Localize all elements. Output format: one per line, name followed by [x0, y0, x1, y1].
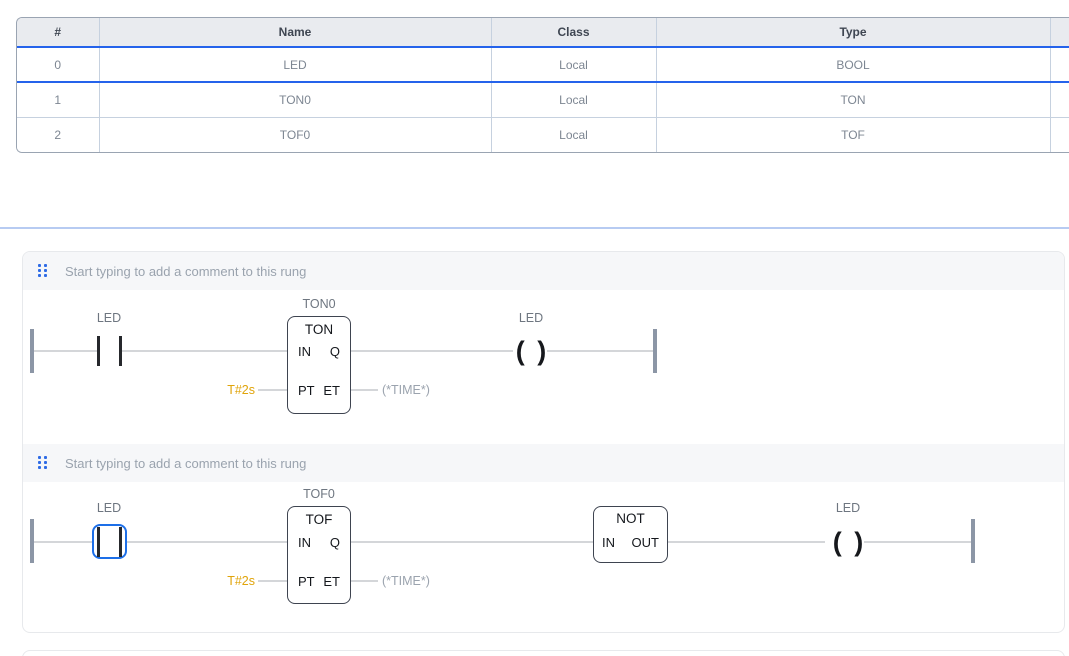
pin-in: IN — [298, 535, 311, 550]
left-power-rail — [30, 329, 34, 373]
cell-class[interactable]: Local — [491, 117, 657, 152]
function-block-tof0[interactable]: TOF0 TOF IN Q PT ET — [287, 487, 351, 604]
table-row-2[interactable]: 2 TOF0 Local TOF — [17, 117, 1069, 152]
left-power-rail — [30, 519, 34, 563]
cell-type[interactable]: TON — [656, 82, 1051, 118]
rung-1-comment-bar[interactable]: Start typing to add a comment to this ru… — [23, 252, 1064, 290]
cell-type[interactable]: TOF — [656, 117, 1051, 152]
pin-et: ET — [323, 574, 340, 589]
wire — [258, 389, 287, 391]
cell-clipped[interactable] — [1050, 46, 1069, 83]
wire — [547, 350, 653, 352]
cell-type[interactable]: BOOL — [656, 46, 1051, 83]
table-row-0[interactable]: 0 LED Local BOOL — [17, 46, 1069, 83]
selection-box — [92, 524, 127, 559]
contact-led[interactable]: LED — [79, 311, 139, 369]
cell-clipped[interactable] — [1050, 117, 1069, 152]
contact-label: LED — [96, 311, 122, 325]
cell-num[interactable]: 2 — [17, 117, 100, 152]
rung-1: Start typing to add a comment to this ru… — [23, 252, 1064, 444]
cell-clipped[interactable] — [1050, 82, 1069, 118]
next-rung-card — [22, 650, 1065, 656]
rung-comment-input[interactable]: Start typing to add a comment to this ru… — [65, 455, 307, 471]
cell-class[interactable]: Local — [491, 46, 657, 83]
et-annotation: (*TIME*) — [382, 383, 430, 397]
wire — [864, 541, 971, 543]
et-annotation: (*TIME*) — [382, 574, 430, 588]
wire — [351, 580, 378, 582]
rung-1-canvas: LED TON0 TON IN Q PT ET T#2s (*TIME*) — [23, 290, 1064, 444]
pin-pt: PT — [298, 383, 315, 398]
coil-led[interactable]: LED ( ) — [825, 501, 871, 561]
table-row-1[interactable]: 1 TON0 Local TON — [17, 82, 1069, 118]
panel-divider — [0, 227, 1069, 229]
wire — [351, 350, 513, 352]
wire — [258, 580, 287, 582]
wire — [351, 541, 593, 543]
contact-bar — [97, 336, 100, 366]
pin-q: Q — [329, 344, 340, 359]
cell-name[interactable]: TOF0 — [99, 117, 492, 152]
coil-led[interactable]: LED ( ) — [508, 311, 554, 371]
function-block-ton0[interactable]: TON0 TON IN Q PT ET — [287, 297, 351, 414]
contact-led-selected[interactable]: LED — [79, 501, 139, 561]
contact-bar — [97, 527, 100, 557]
header-cell-num: # — [17, 18, 100, 48]
coil-label: LED — [835, 501, 861, 515]
contact-bar — [119, 336, 122, 366]
pt-literal[interactable]: T#2s — [227, 574, 255, 588]
rung-2-comment-bar[interactable]: Start typing to add a comment to this ru… — [23, 444, 1064, 482]
rung-comment-input[interactable]: Start typing to add a comment to this ru… — [65, 263, 307, 279]
header-cell-class: Class — [491, 18, 657, 48]
rung-2: Start typing to add a comment to this ru… — [23, 444, 1064, 632]
not-block[interactable]: NOT IN OUT — [593, 506, 668, 563]
rung-2-canvas: LED TOF0 TOF IN Q PT ET T#2s (*TIME*) — [23, 482, 1064, 632]
wire — [34, 350, 97, 352]
pin-q: Q — [329, 535, 340, 550]
drag-handle-icon[interactable] — [38, 263, 47, 279]
table-header-row: # Name Class Type — [17, 18, 1069, 48]
block-title: TOF — [305, 512, 333, 527]
right-power-rail — [653, 329, 657, 373]
block-title: NOT — [616, 511, 645, 526]
pt-literal[interactable]: T#2s — [227, 383, 255, 397]
wire — [122, 350, 287, 352]
pin-et: ET — [323, 383, 340, 398]
wire — [34, 541, 92, 543]
cell-num[interactable]: 0 — [17, 46, 100, 83]
rung-card: Start typing to add a comment to this ru… — [22, 251, 1065, 633]
cell-name[interactable]: LED — [99, 46, 492, 83]
variables-table: # Name Class Type 0 LED Local BOOL 1 TON… — [16, 17, 1069, 153]
block-instance-label: TOF0 — [303, 487, 335, 501]
pin-in: IN — [602, 535, 615, 550]
header-cell-name: Name — [99, 18, 492, 48]
coil-symbol: ( ) — [832, 527, 864, 557]
contact-bar — [119, 527, 122, 557]
wire — [127, 541, 287, 543]
cell-num[interactable]: 1 — [17, 82, 100, 118]
drag-handle-icon[interactable] — [38, 455, 47, 471]
pin-out: OUT — [631, 535, 659, 550]
cell-name[interactable]: TON0 — [99, 82, 492, 118]
contact-label: LED — [96, 501, 122, 515]
pin-pt: PT — [298, 574, 315, 589]
coil-symbol: ( ) — [515, 336, 547, 366]
wire — [351, 389, 378, 391]
pin-in: IN — [298, 344, 311, 359]
block-instance-label: TON0 — [302, 297, 336, 311]
cell-class[interactable]: Local — [491, 82, 657, 118]
header-cell-type: Type — [656, 18, 1051, 48]
coil-label: LED — [518, 311, 544, 325]
block-title: TON — [304, 322, 334, 337]
right-power-rail — [971, 519, 975, 563]
header-cell-clipped — [1050, 18, 1069, 48]
tof-block-box[interactable]: TOF IN Q PT ET — [287, 506, 351, 604]
wire — [668, 541, 825, 543]
ton-block-box[interactable]: TON IN Q PT ET — [287, 316, 351, 414]
